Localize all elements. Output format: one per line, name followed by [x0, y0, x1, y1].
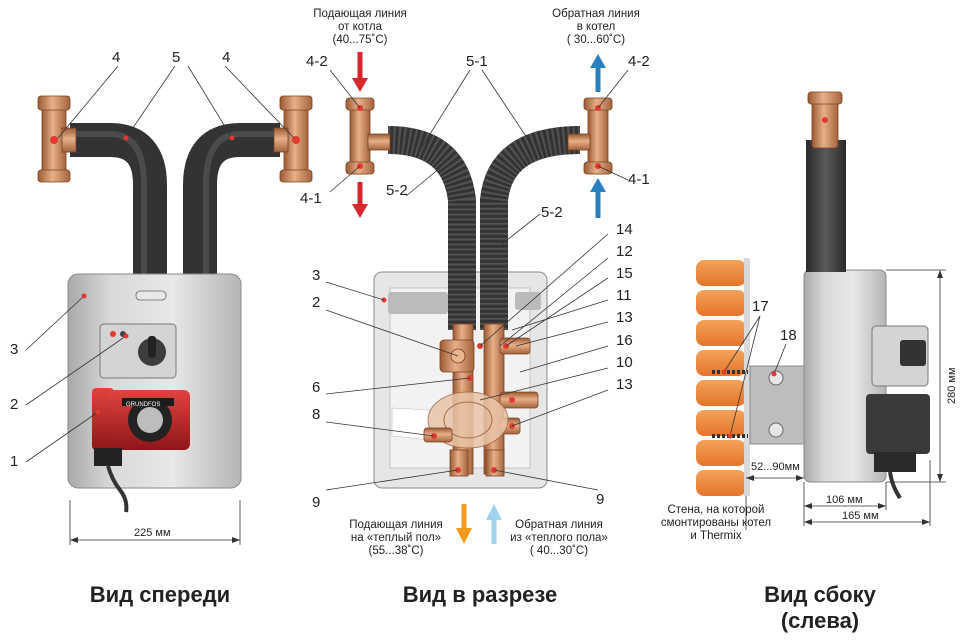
- callout-front-4-right: 4: [222, 49, 231, 66]
- callout-section-13-bottom: 13: [616, 376, 633, 393]
- boiler-return-arrow-bottom: [590, 178, 606, 218]
- callout-section-9-left: 9: [312, 494, 321, 511]
- boiler-supply-arrow-top: [352, 52, 368, 92]
- callout-section-12: 12: [616, 243, 633, 260]
- floor-return-label: Обратная линия из «теплого пола» ( 40...…: [510, 519, 608, 557]
- callout-front-5: 5: [172, 49, 181, 66]
- side-height-dimension: 280 мм: [946, 367, 958, 404]
- boiler-return-label: Обратная линия в котел ( 30...60˚С): [552, 8, 640, 46]
- wall-note: Стена, на которой смонтированы котел и T…: [660, 504, 772, 542]
- callout-section-10: 10: [616, 354, 633, 371]
- front-view-drawing: [25, 65, 313, 545]
- caption-side-view: Вид сбоку (слева): [764, 582, 876, 633]
- callout-side-18: 18: [780, 327, 797, 344]
- callout-section-4-2-left: 4-2: [306, 53, 328, 70]
- callout-section-4-1-left: 4-1: [300, 190, 322, 207]
- floor-return-arrow: [486, 504, 502, 544]
- callout-front-3: 3: [10, 341, 19, 358]
- front-width-dimension: 225 мм: [134, 527, 171, 539]
- floor-supply-arrow: [456, 504, 472, 544]
- front-pipe-right: [183, 123, 280, 280]
- wall-gap-dimension: 52...90мм: [751, 461, 800, 473]
- brick-wall: [696, 260, 746, 496]
- pump-brand-label: GRUNDFOS: [126, 402, 161, 408]
- callout-section-5-2-right: 5-2: [541, 204, 563, 221]
- callout-section-4-2-right: 4-2: [628, 53, 650, 70]
- callout-section-14: 14: [616, 221, 633, 238]
- callout-section-6: 6: [312, 379, 321, 396]
- section-hose-right: [480, 126, 581, 330]
- callout-section-11: 11: [616, 287, 632, 304]
- callout-section-15: 15: [616, 265, 633, 282]
- floor-supply-label: Подающая линия на «теплый пол» (55...38˚…: [349, 519, 443, 557]
- section-view-drawing: [325, 52, 629, 544]
- boiler-supply-label: Подающая линия от котла (40...75˚С): [313, 8, 407, 46]
- callout-front-4-left: 4: [112, 49, 121, 66]
- callout-side-17: 17: [752, 298, 769, 315]
- callout-section-5-2-left: 5-2: [386, 182, 408, 199]
- caption-front-view: Вид спереди: [89, 582, 231, 607]
- callout-section-13-top: 13: [616, 309, 633, 326]
- callout-front-1: 1: [10, 453, 19, 470]
- callout-section-9-right: 9: [596, 491, 605, 508]
- callout-front-2: 2: [10, 396, 19, 413]
- callout-section-2: 2: [312, 294, 321, 311]
- callout-section-16: 16: [616, 332, 633, 349]
- callout-section-3: 3: [312, 267, 321, 284]
- side-depth-inner-dimension: 106 мм: [826, 494, 863, 506]
- callout-section-8: 8: [312, 406, 321, 423]
- boiler-supply-arrow-bottom: [352, 182, 368, 218]
- caption-section-view: Вид в разрезе: [402, 582, 558, 607]
- side-view-drawing: [696, 91, 946, 530]
- callout-section-5-1: 5-1: [466, 53, 488, 70]
- boiler-return-arrow-top: [590, 54, 606, 92]
- side-depth-outer-dimension: 165 мм: [842, 510, 879, 522]
- front-pipe-left: [70, 123, 167, 280]
- callout-section-4-1-right: 4-1: [628, 171, 650, 188]
